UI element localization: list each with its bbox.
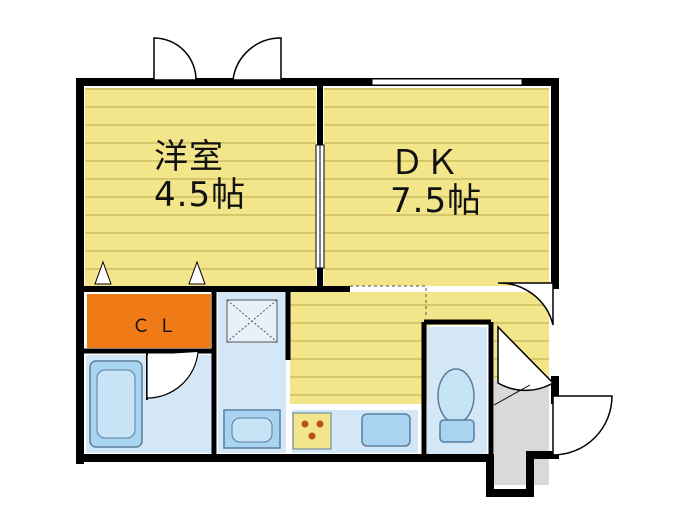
balcony-doors bbox=[153, 37, 282, 81]
stove bbox=[292, 412, 332, 450]
bathtub bbox=[89, 360, 143, 448]
entrance-porch bbox=[494, 380, 549, 485]
dk-label: ＤＫ 7.5帖 bbox=[390, 144, 482, 220]
closet-label: ＣＬ bbox=[132, 316, 184, 337]
kitchen-sink bbox=[361, 413, 411, 447]
closet-area bbox=[87, 294, 211, 348]
dk-window bbox=[371, 78, 523, 86]
dk-size: 7.5帖 bbox=[390, 181, 483, 222]
entrance-door bbox=[497, 282, 613, 456]
dk-name: ＤＫ bbox=[390, 143, 460, 183]
sliding-door bbox=[315, 144, 325, 269]
dk-floor bbox=[324, 88, 549, 286]
washing-machine-space bbox=[226, 299, 278, 343]
closet-doors bbox=[94, 260, 206, 285]
western-room-label: 洋室 4.5帖 bbox=[154, 138, 246, 214]
interior-walls bbox=[82, 85, 494, 455]
bathroom-door bbox=[146, 351, 199, 399]
dk-lower-floor bbox=[290, 292, 430, 404]
western-room-floor bbox=[85, 88, 316, 286]
fridge-space-dashed bbox=[350, 285, 427, 318]
western-room-size: 4.5帖 bbox=[154, 175, 247, 216]
outer-walls bbox=[76, 78, 559, 497]
washbasin bbox=[223, 409, 281, 449]
entrance-step bbox=[493, 384, 531, 406]
western-room-name: 洋室 bbox=[154, 137, 224, 177]
toilet bbox=[437, 368, 475, 443]
